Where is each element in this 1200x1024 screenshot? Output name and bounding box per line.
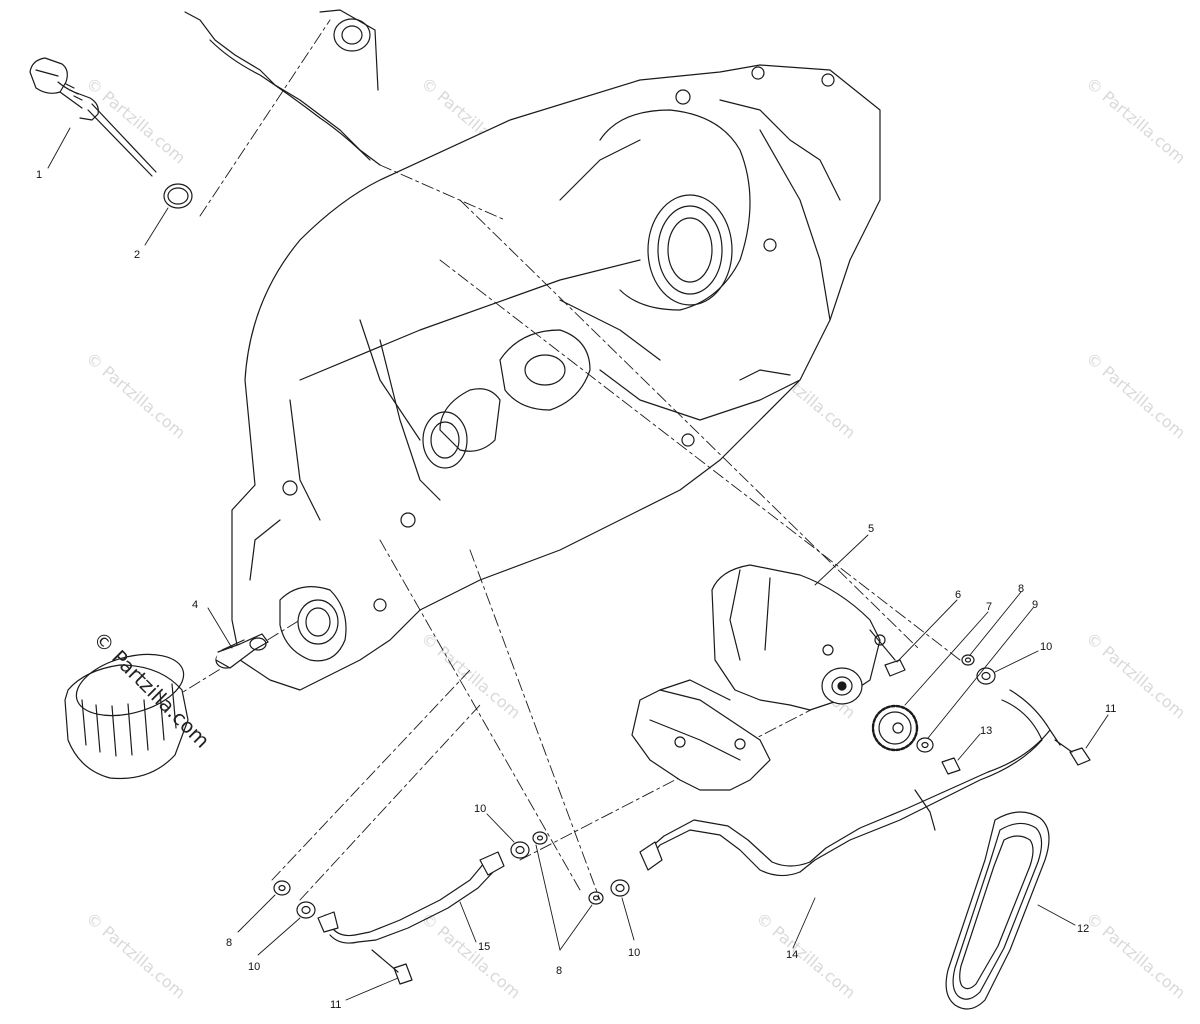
crankcase-fragment xyxy=(184,9,381,166)
callouts: 1 2 4 5 6 7 8 9 10 11 13 10 8 10 15 11 8… xyxy=(36,169,1116,1011)
callout-9: 9 xyxy=(1032,599,1038,611)
callout-14: 14 xyxy=(786,949,798,961)
washer xyxy=(296,901,316,919)
oil-line-15 xyxy=(317,851,505,944)
sprocket xyxy=(871,704,919,752)
washer xyxy=(273,880,291,896)
callout-10: 10 xyxy=(248,961,260,973)
callout-11: 11 xyxy=(330,999,341,1011)
callout-13: 13 xyxy=(980,725,992,737)
o-ring xyxy=(163,183,193,209)
washer xyxy=(510,841,530,859)
washer xyxy=(976,667,996,685)
bolt xyxy=(371,949,413,985)
filter-element xyxy=(945,811,1050,1010)
oil-fitting xyxy=(215,633,269,669)
washer xyxy=(961,654,975,666)
dipstick xyxy=(29,57,157,177)
crankcase xyxy=(231,64,881,691)
callout-4: 4 xyxy=(192,599,198,611)
bolt xyxy=(941,757,961,775)
watermark: © Partzilla.com xyxy=(1082,74,1189,168)
watermark: © Partzilla.com xyxy=(82,349,189,443)
callout-10: 10 xyxy=(1040,641,1052,653)
watermark: © Partzilla.com xyxy=(82,909,189,1003)
oil-filter xyxy=(64,653,189,780)
washer xyxy=(916,737,934,753)
bolt xyxy=(1054,739,1091,766)
oil-line-14 xyxy=(639,689,1061,877)
bolt xyxy=(884,659,906,677)
washer xyxy=(610,879,630,897)
watermark: © Partzilla.com xyxy=(417,909,524,1003)
leader-lines xyxy=(47,127,1109,1001)
watermark: © Partzilla.com xyxy=(1082,349,1189,443)
oil-pump xyxy=(631,564,896,791)
callout-8: 8 xyxy=(556,965,562,977)
callout-7: 7 xyxy=(986,601,992,613)
watermark: © Partzilla.com xyxy=(1082,909,1189,1003)
callout-8: 8 xyxy=(226,937,232,949)
washer xyxy=(588,891,604,905)
callout-2: 2 xyxy=(134,249,140,261)
callout-5: 5 xyxy=(868,523,874,535)
callout-1: 1 xyxy=(36,169,42,181)
guide-lines xyxy=(169,19,961,901)
callout-10: 10 xyxy=(628,947,640,959)
callout-8: 8 xyxy=(1018,583,1024,595)
watermark: © Partzilla.com xyxy=(752,909,859,1003)
washer xyxy=(532,831,548,845)
callout-11: 11 xyxy=(1105,703,1116,715)
callout-15: 15 xyxy=(478,941,490,953)
callout-6: 6 xyxy=(955,589,961,601)
callout-10: 10 xyxy=(474,803,486,815)
watermark: © Partzilla.com xyxy=(1082,629,1189,723)
callout-12: 12 xyxy=(1077,923,1089,935)
